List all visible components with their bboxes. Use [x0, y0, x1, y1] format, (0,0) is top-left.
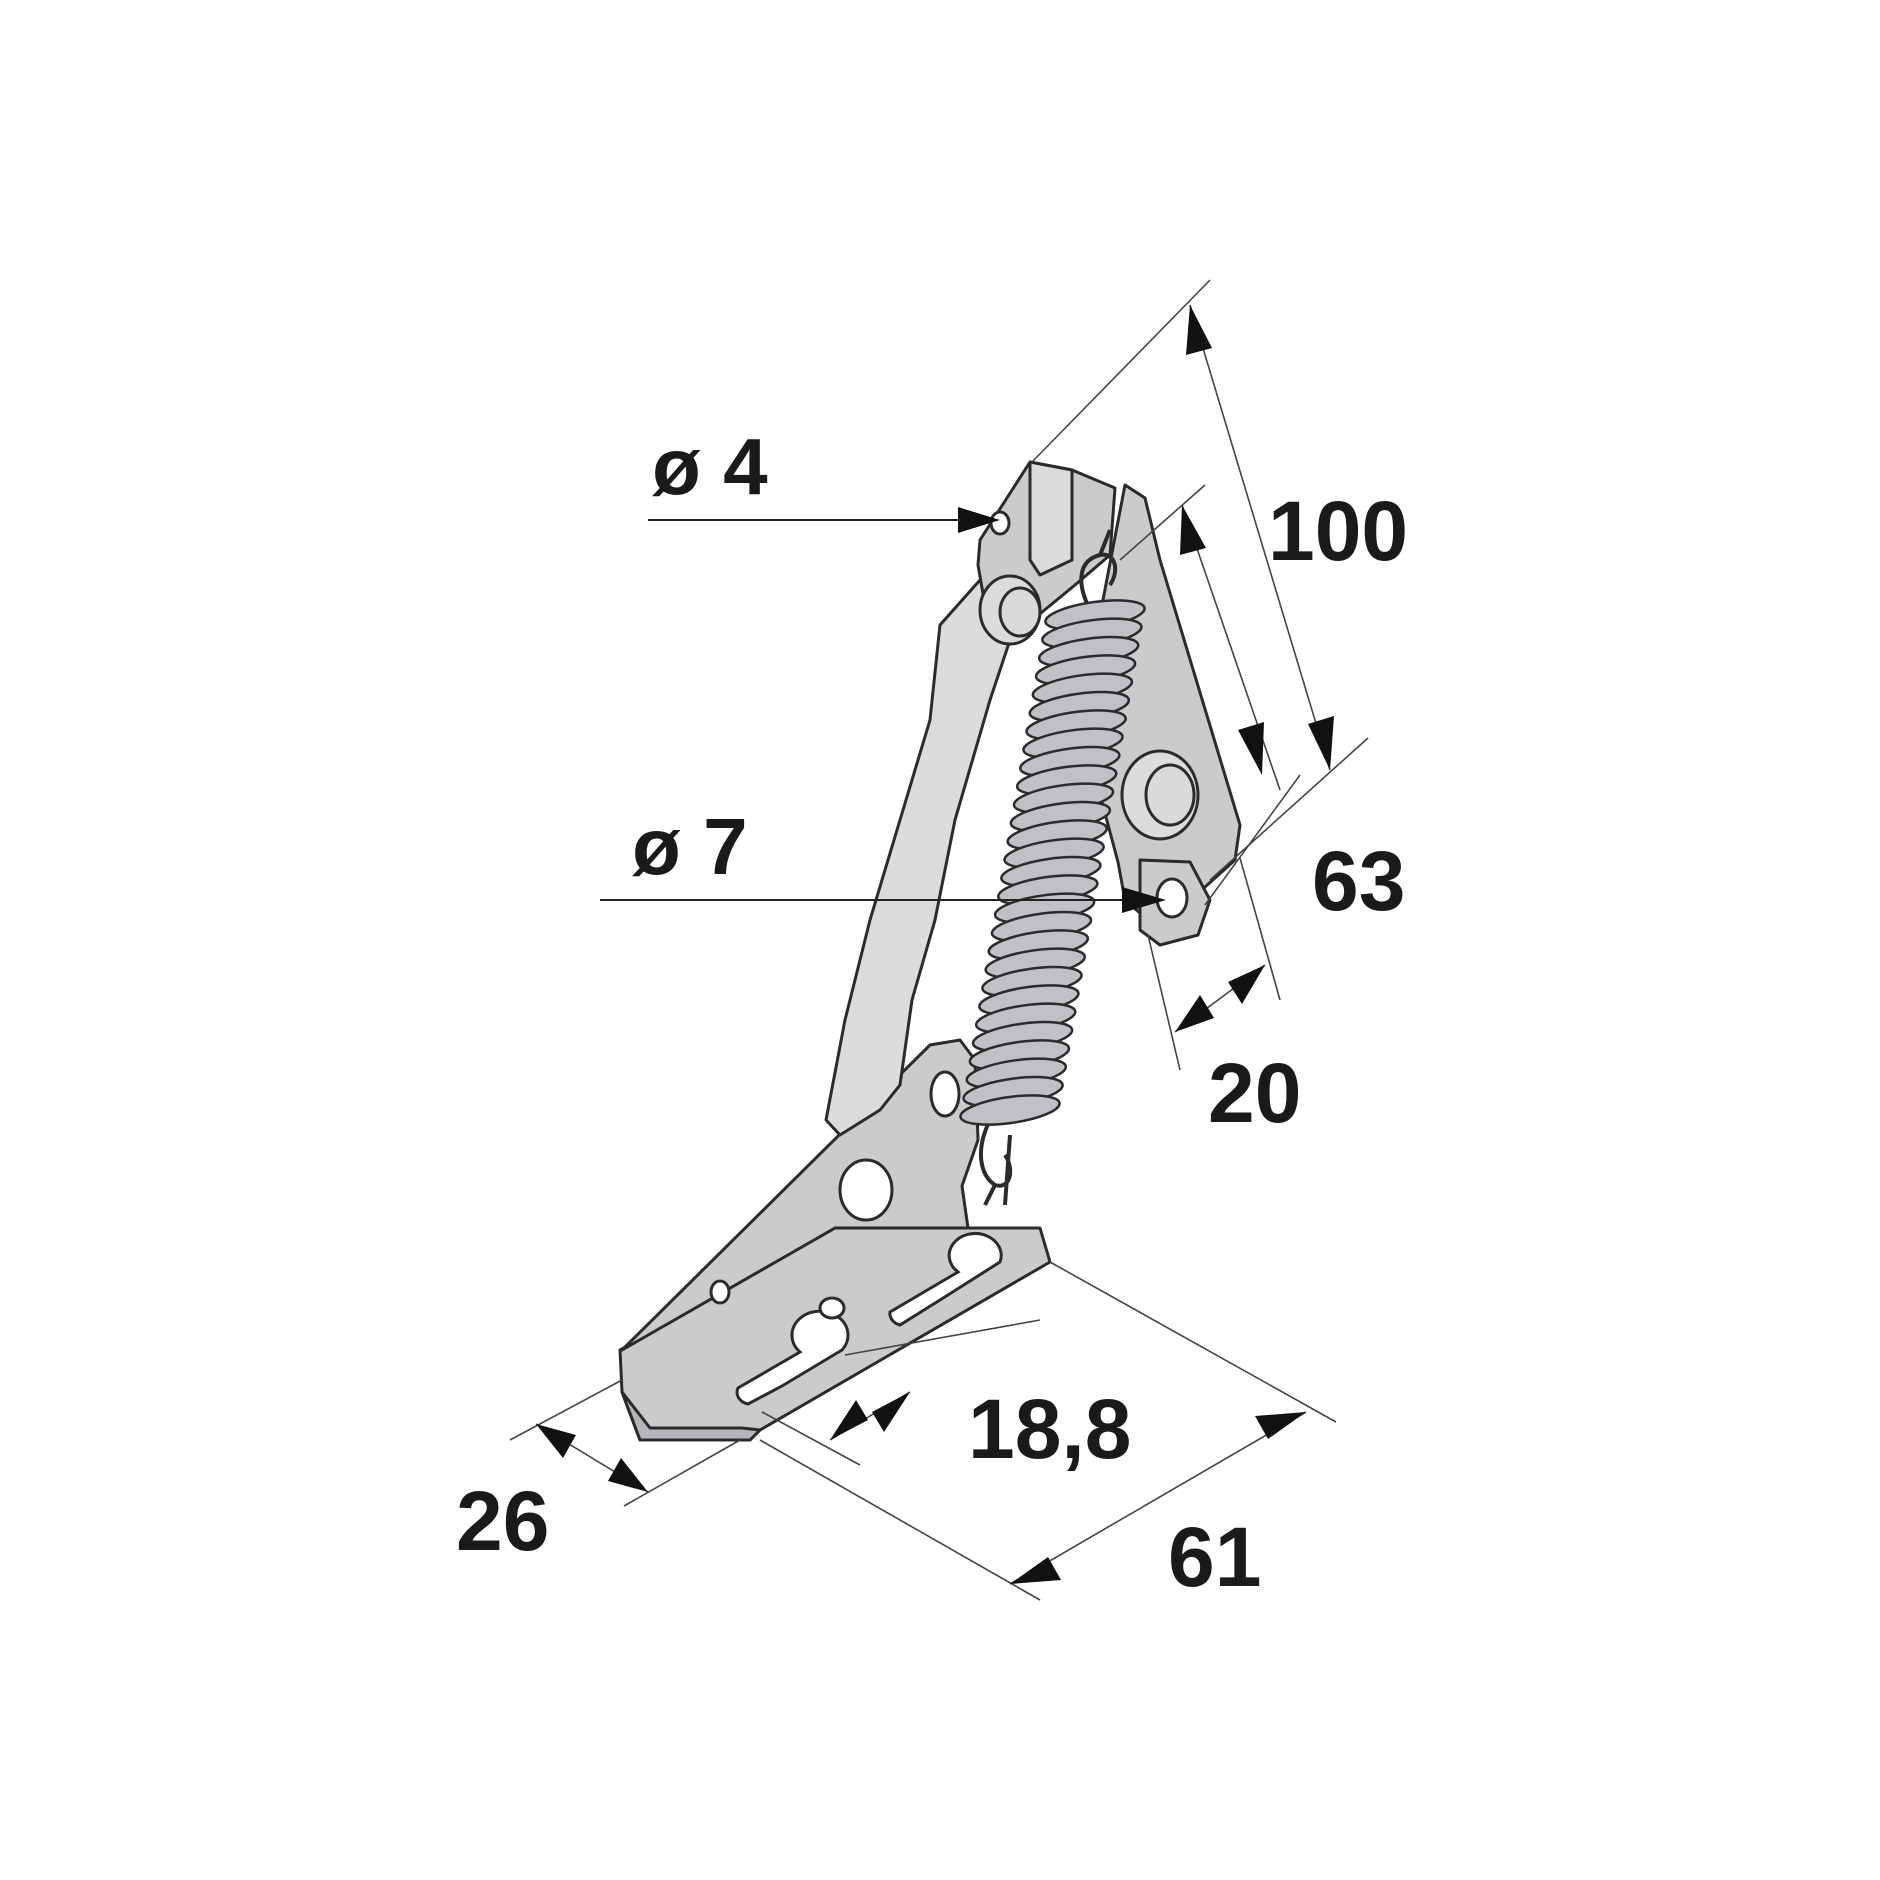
arrow-100-top: [1186, 305, 1212, 355]
base-plate-edge: [620, 1390, 762, 1442]
ext-26-top: [509, 1379, 623, 1441]
label-18-8: 18,8: [968, 1382, 1132, 1476]
ext-20-left: [1147, 934, 1181, 1071]
label-hole-7: ø 7: [632, 802, 748, 891]
arrow-26-top: [536, 1424, 576, 1458]
label-20: 20: [1208, 1046, 1301, 1140]
arrow-61-left: [1010, 1557, 1061, 1584]
arrow-26-bottom: [608, 1458, 648, 1492]
spring-hook-bottom: [978, 1119, 1013, 1206]
ext-18-8-top: [844, 1319, 1041, 1356]
arrow-18-8-left: [830, 1400, 868, 1440]
side-plate-hole-mid: [929, 1070, 961, 1118]
spring-hook-top: [1079, 529, 1118, 611]
label-63: 63: [1312, 834, 1405, 928]
dim-line-100: [1189, 304, 1331, 771]
side-plate-hole-small: [709, 1279, 731, 1305]
dim-line-61: [1009, 1411, 1307, 1585]
spring: [959, 599, 1146, 1126]
arrow-18-8-right: [872, 1392, 910, 1432]
keyhole-slot-front: [735, 1309, 850, 1406]
arrow-20-right: [1228, 965, 1265, 1004]
ext-100-top: [1031, 279, 1211, 463]
side-plate-lower: [620, 1038, 980, 1352]
top-bracket-box: [1028, 460, 1074, 577]
label-100: 100: [1268, 484, 1408, 578]
hole-7mm: [1155, 877, 1189, 919]
label-26: 26: [456, 1474, 549, 1568]
ext-18-8-bottom: [761, 1411, 861, 1466]
arrow-hole-4: [958, 507, 1000, 533]
ext-61-right: [1049, 1261, 1337, 1423]
lower-pivot-rivet: [1144, 763, 1196, 827]
dim-line-63: [1181, 504, 1281, 791]
ext-26-bottom: [623, 1439, 741, 1507]
ext-100-bottom: [1209, 737, 1369, 881]
keyhole-slot-rear: [888, 1231, 1003, 1327]
small-hole-base: [818, 1296, 846, 1320]
ext-61-left: [759, 1439, 1041, 1601]
arrow-63-top: [1180, 505, 1206, 555]
arrow-100-bottom: [1308, 716, 1334, 770]
dimensions: ø 4 ø 7 100 63 20 18,8: [456, 279, 1408, 1604]
ext-20-right: [1239, 857, 1281, 1001]
upper-pivot-rivet: [998, 586, 1042, 638]
arrow-hole-7: [1122, 887, 1166, 913]
label-hole-4: ø 4: [652, 422, 768, 511]
hinge-part: [618, 460, 1242, 1442]
arrow-20-left: [1175, 995, 1214, 1032]
ext-63-top: [1119, 484, 1206, 561]
side-plate-hole-large: [838, 1158, 894, 1222]
hole-4mm: [989, 510, 1011, 536]
spring-coil: [959, 1094, 1061, 1126]
ext-63-bottom: [1204, 774, 1301, 906]
label-61: 61: [1168, 1510, 1261, 1604]
arrow-63-bottom: [1238, 722, 1264, 775]
arrow-61-right: [1255, 1412, 1306, 1439]
